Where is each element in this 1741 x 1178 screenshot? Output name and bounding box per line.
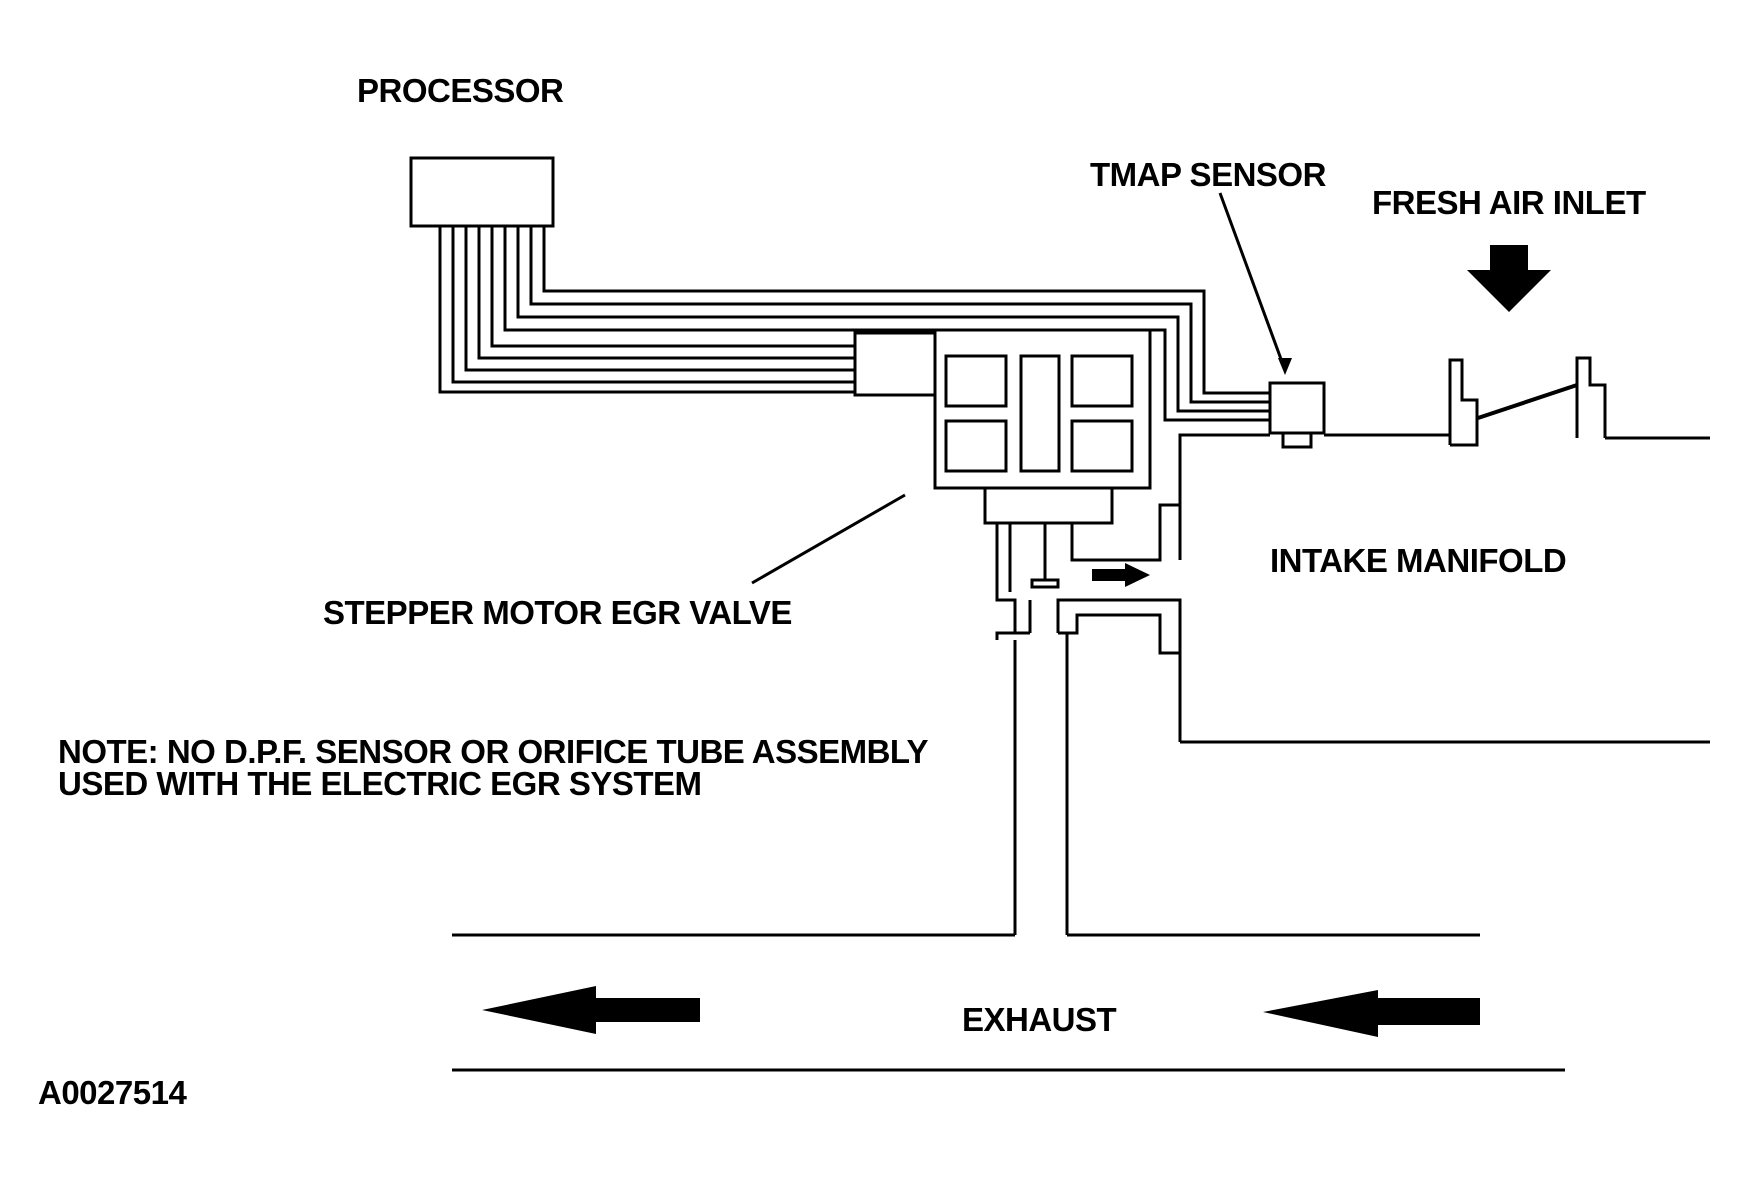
processor-box xyxy=(409,156,555,228)
egr-outlet-passage xyxy=(1056,503,1710,935)
throttle-plate xyxy=(1477,383,1578,420)
note-line-1: NOTE: NO D.P.F. SENSOR OR ORIFICE TUBE A… xyxy=(58,733,929,770)
wire-harness-to-egr xyxy=(438,226,855,394)
tmap-sensor-label: TMAP SENSOR xyxy=(1090,156,1326,193)
egr-valve-pintle xyxy=(1030,578,1060,589)
processor-label: PROCESSOR xyxy=(357,72,564,109)
exhaust-flow-arrow-icon xyxy=(1263,990,1480,1037)
fresh-air-inlet-label: FRESH AIR INLET xyxy=(1372,184,1646,221)
egr-valve-base xyxy=(983,486,1114,525)
tmap-leader-line xyxy=(1218,192,1287,371)
throttle-body-right xyxy=(1575,356,1607,438)
tmap-sensor-tip xyxy=(1281,431,1313,449)
egr-valve-window xyxy=(1070,354,1134,408)
tmap-sensor xyxy=(1268,381,1326,435)
egr-valve-window xyxy=(1070,419,1134,473)
egr-valve-window xyxy=(1019,354,1061,473)
egr-flow-arrow-icon xyxy=(1092,563,1150,587)
note-line-2: USED WITH THE ELECTRIC EGR SYSTEM xyxy=(58,765,702,802)
figure-id-label: A0027514 xyxy=(38,1074,187,1111)
egr-valve-window xyxy=(944,419,1008,473)
throttle-body-left xyxy=(1448,358,1479,447)
wire-harness-to-tmap xyxy=(503,226,1270,422)
stepper-motor-egr-valve-label: STEPPER MOTOR EGR VALVE xyxy=(323,594,792,631)
intake-manifold-label: INTAKE MANIFOLD xyxy=(1270,542,1567,579)
exhaust-label: EXHAUST xyxy=(962,1001,1117,1038)
egr-valve-connector xyxy=(853,331,937,397)
egr-inlet-passage xyxy=(995,523,1032,935)
manifold-upper-wall xyxy=(1178,433,1270,505)
exhaust-flow-arrow-icon xyxy=(482,986,700,1034)
egr-valve-body xyxy=(933,328,1152,490)
egr-leader-line xyxy=(751,493,906,585)
egr-valve-window xyxy=(944,354,1008,408)
fresh-air-arrow-icon xyxy=(1467,245,1551,312)
